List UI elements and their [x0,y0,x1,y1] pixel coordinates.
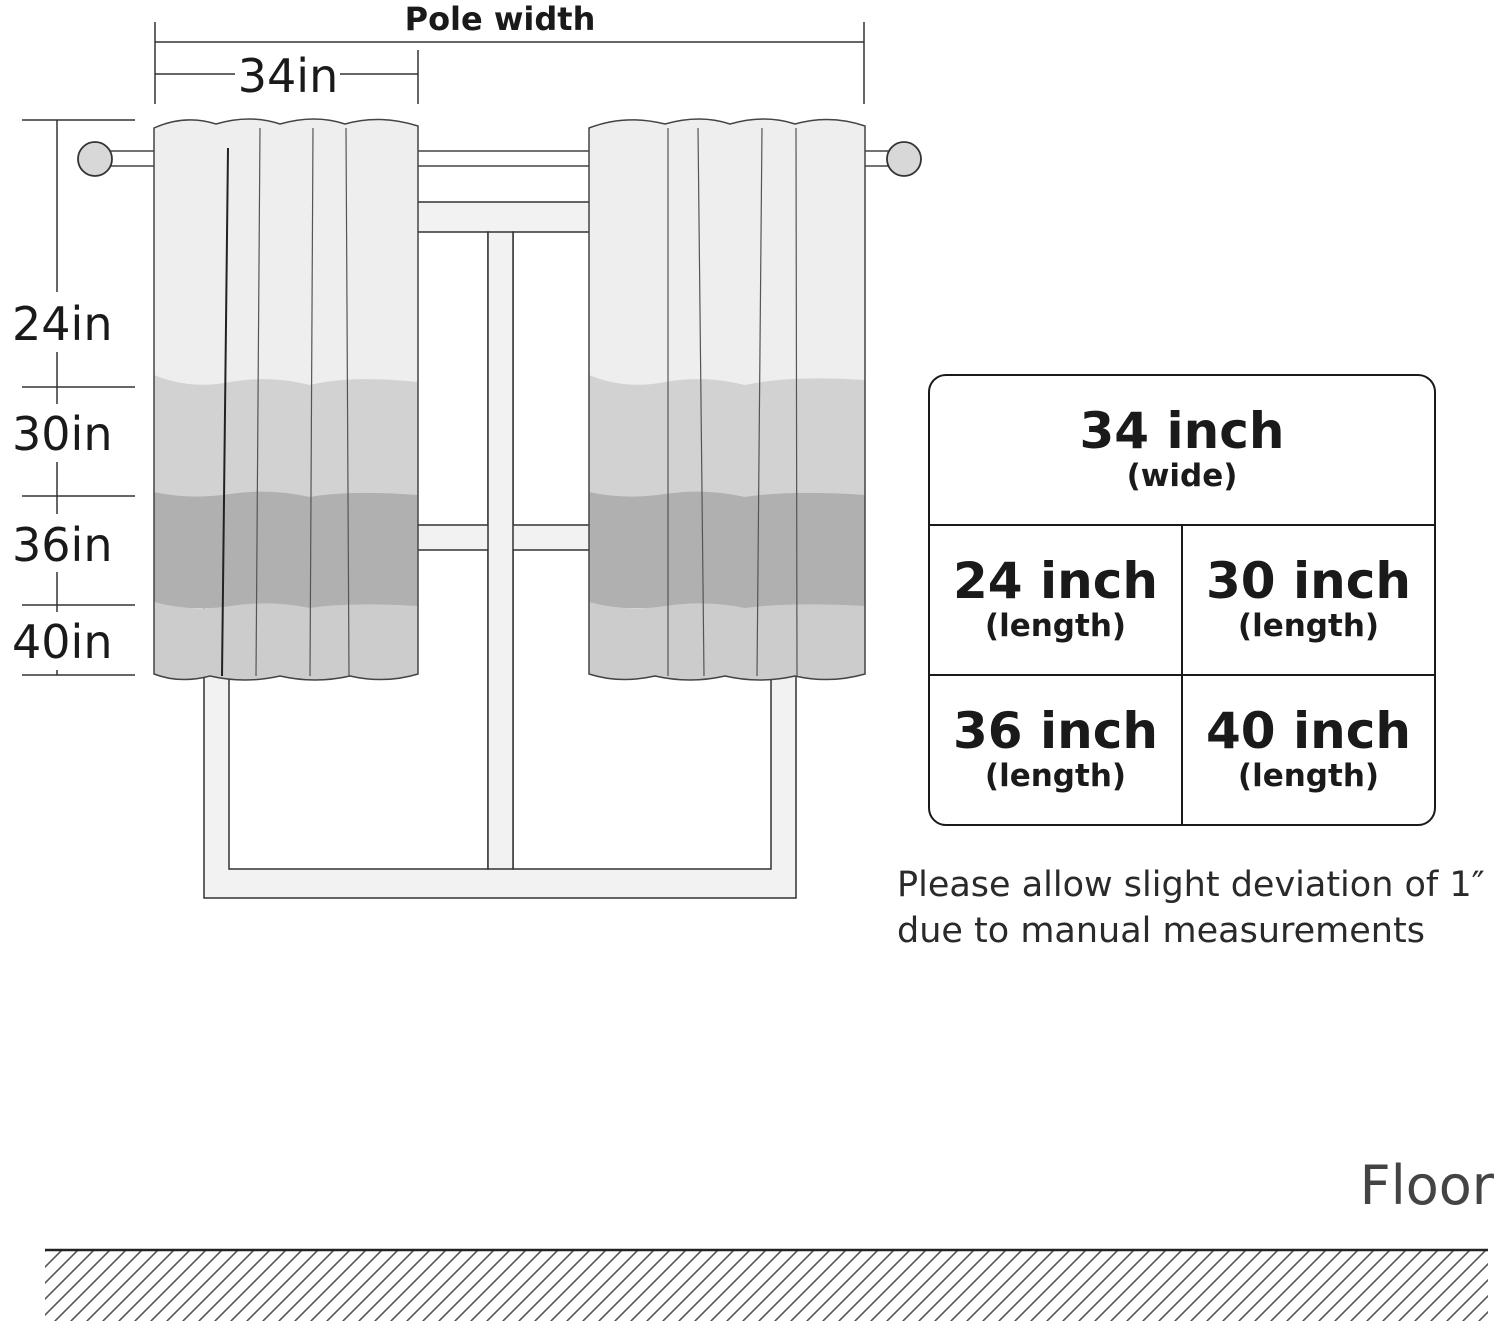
rod-finial-right [886,141,922,177]
curtain-band-30 [589,375,865,498]
size-value: 30 inch [1206,552,1411,611]
floor-hatch [45,1251,1488,1321]
size-table-row: 36 inch (length) 40 inch (length) [930,674,1434,824]
window-mullion [487,231,514,870]
curtain-panel-left [153,118,419,681]
measurement-note: Please allow slight deviation of 1″ due … [897,862,1497,954]
panel-width-dimension: 34in [155,49,419,104]
length-dimension: 24in 30in 36in 40in [8,119,135,676]
floor: Floor [45,1154,1495,1321]
panel-width-label: 34in [238,49,338,103]
size-unit: (length) [984,607,1127,644]
size-cell-length-30: 30 inch (length) [1181,526,1434,674]
size-cell-width: 34 inch (wide) [930,376,1434,524]
size-table: 34 inch (wide) 24 inch (length) 30 inch … [928,374,1436,826]
pole-width-dimension: Pole width [154,0,865,104]
size-value: 36 inch [953,702,1158,761]
size-unit: (length) [984,757,1127,794]
size-table-row-width: 34 inch (wide) [930,376,1434,524]
size-value: 24 inch [953,552,1158,611]
size-cell-length-40: 40 inch (length) [1181,676,1434,824]
curtain-band-40 [154,602,418,680]
note-line-1: Please allow slight deviation of 1″ [897,865,1485,905]
curtain-panel-right [588,118,866,681]
size-value: 34 inch [1079,402,1285,461]
curtain-band-36 [154,491,418,608]
curtain-band-36 [589,491,865,608]
pole-width-label: Pole width [405,0,596,38]
curtain-band-24 [154,119,418,385]
note-line-2: due to manual measurements [897,911,1425,951]
size-table-row: 24 inch (length) 30 inch (length) [930,524,1434,674]
curtain-band-30 [154,375,418,498]
length-label-40: 40in [12,615,112,669]
size-cell-length-24: 24 inch (length) [930,526,1181,674]
length-label-24: 24in [12,297,112,351]
length-label-30: 30in [12,407,112,461]
curtain-band-24 [589,119,865,385]
curtain-band-40 [589,602,865,680]
size-value: 40 inch [1206,702,1411,761]
rod-finial-left [77,141,113,177]
size-cell-length-36: 36 inch (length) [930,676,1181,824]
size-unit: (length) [1237,607,1380,644]
size-unit: (wide) [1126,457,1238,494]
floor-label: Floor [1360,1154,1495,1217]
length-label-36: 36in [12,518,112,572]
size-unit: (length) [1237,757,1380,794]
